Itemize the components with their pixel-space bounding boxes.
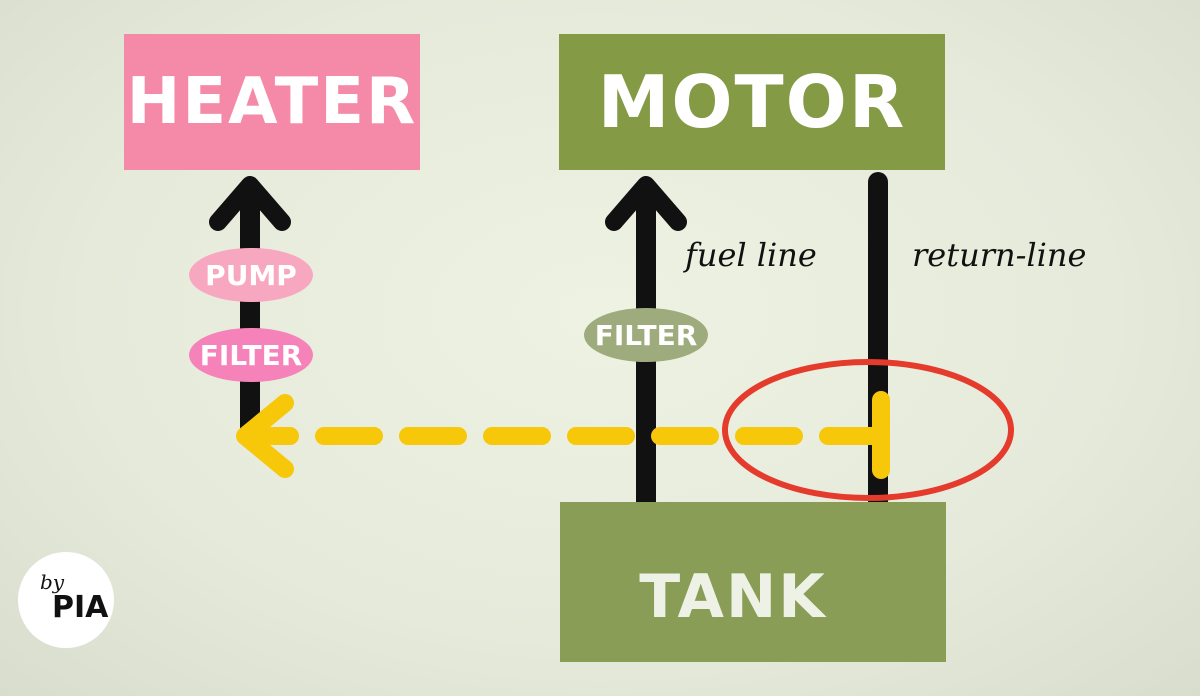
pump-label: PUMP (205, 258, 297, 292)
fuel-line-arrow-head (605, 176, 687, 231)
motor-filter-badge: FILTER (584, 308, 708, 362)
tap-highlight-circle (722, 359, 1014, 501)
heater-filter-badge: FILTER (189, 328, 313, 382)
by-pia-logo: by PIA (18, 552, 114, 648)
heater-filter-label: FILTER (199, 338, 303, 372)
diverted-flow-arrow-head (236, 394, 294, 478)
logo-by-text: by (40, 570, 65, 594)
motor-filter-label: FILTER (594, 318, 698, 352)
heater-arrow-head (209, 176, 291, 231)
heater-label: HEATER (126, 65, 418, 139)
fuel-line-label: fuel line (685, 236, 817, 274)
motor-label: MOTOR (597, 60, 907, 144)
tank-label: TANK (639, 562, 827, 632)
logo-pia-text: PIA (52, 590, 109, 625)
motor-box: MOTOR (559, 34, 945, 170)
tank-box: TANK (560, 502, 946, 662)
heater-box: HEATER (124, 34, 420, 170)
return-line-label: return-line (912, 236, 1087, 274)
pump-badge: PUMP (189, 248, 313, 302)
